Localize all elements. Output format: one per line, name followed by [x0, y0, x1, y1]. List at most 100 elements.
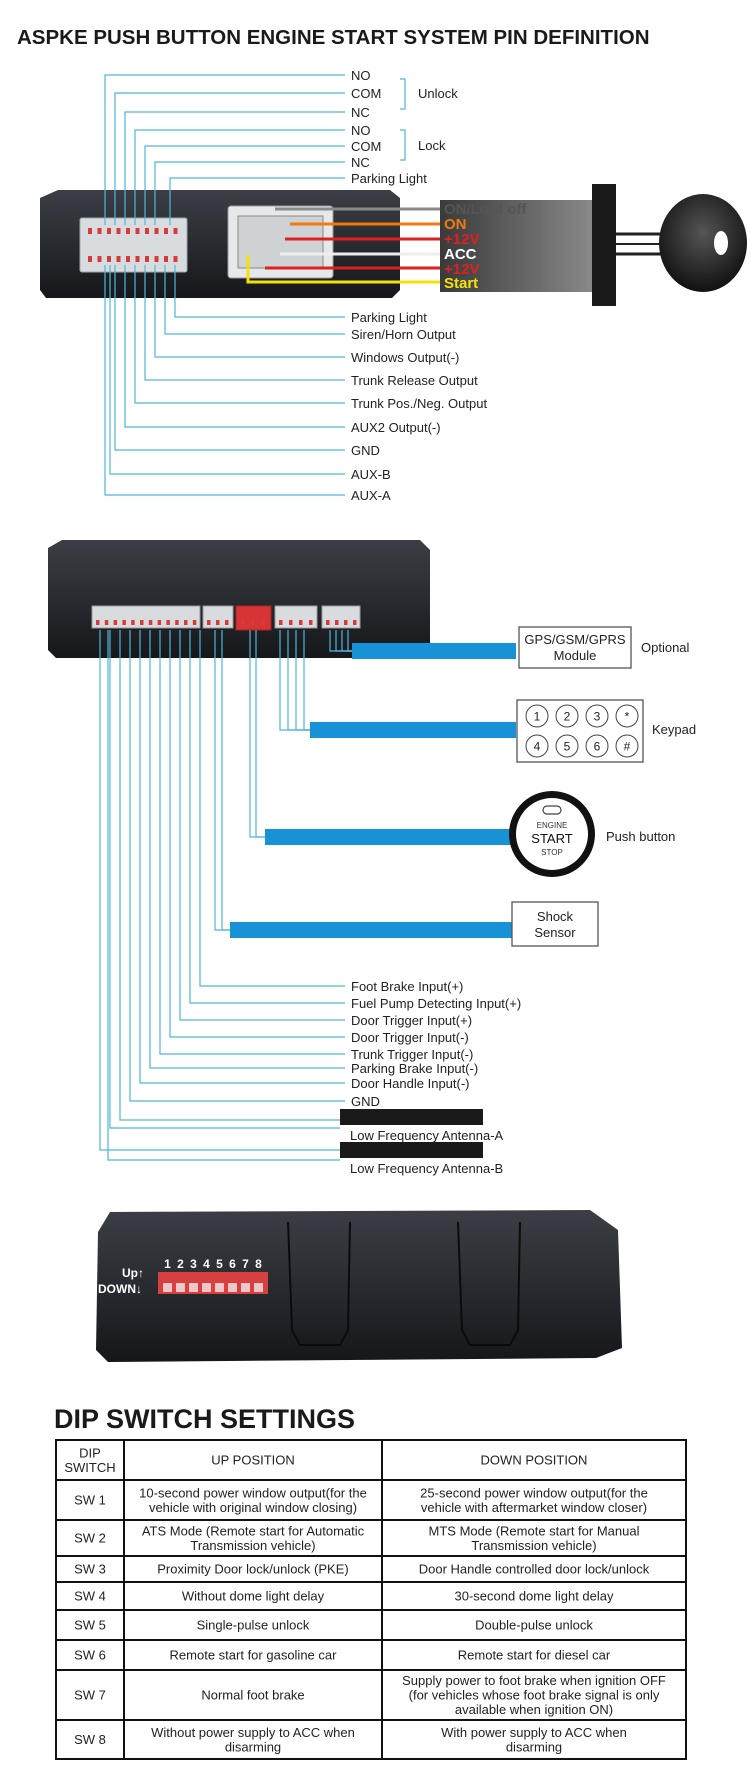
shock-box-line-1: Shock	[537, 909, 574, 924]
dip-up-label: Up↑	[122, 1266, 144, 1280]
bottom-pin-label: Parking Light	[351, 310, 427, 325]
bottom-pin-label: AUX-A	[351, 488, 391, 503]
dip-table-title: DIP SWITCH SETTINGS	[54, 1404, 355, 1434]
page-title: ASPKE PUSH BUTTON ENGINE START SYSTEM PI…	[17, 26, 650, 49]
bottom-wire	[134, 265, 345, 404]
table-cell: Normal foot brake	[201, 1688, 304, 1703]
bottom-pin-label: GND	[351, 443, 380, 458]
connector-pin	[175, 620, 179, 625]
module-unit-middle	[48, 540, 430, 658]
connector-pin	[173, 228, 178, 234]
ignition-switch-bezel	[592, 184, 616, 306]
antenna-wire	[107, 630, 340, 1161]
connector-pin	[251, 620, 255, 625]
top-pin-label: NC	[351, 105, 370, 120]
dip-switch-keys	[163, 1283, 263, 1292]
dip-switch-number: 2	[177, 1257, 184, 1271]
input-pin-label: Fuel Pump Detecting Input(+)	[351, 996, 521, 1011]
connector-pin	[88, 228, 92, 234]
connector-pin	[126, 256, 130, 262]
connector-pin	[97, 256, 102, 262]
bottom-wire	[154, 265, 345, 358]
table-cell: Proximity Door lock/unlock (PKE)	[157, 1562, 348, 1577]
keypad-key	[555, 734, 579, 758]
top-wire	[114, 92, 345, 225]
connector-pin	[107, 256, 111, 262]
feeder-wire	[249, 630, 265, 838]
input-pin-label: Parking Brake Input(-)	[351, 1061, 478, 1076]
push-button-led	[542, 805, 562, 815]
connector-pin	[164, 256, 168, 262]
table-header-cell: DOWN POSITION	[481, 1453, 588, 1468]
connector-pin	[154, 256, 159, 262]
top-pin-label: NO	[351, 68, 371, 83]
connector-pin	[116, 256, 121, 262]
connector-pin	[279, 620, 283, 625]
connector-pin	[261, 620, 265, 625]
connector-left	[79, 217, 188, 273]
table-frame	[55, 1439, 687, 1760]
connector-left-pins	[88, 228, 178, 262]
dip-switch-number: 4	[203, 1257, 210, 1271]
bottom-wire	[144, 265, 345, 381]
section2-wires	[99, 630, 352, 1161]
table-cell: 30-second dome light delay	[455, 1589, 614, 1604]
dip-switch-key	[215, 1283, 224, 1292]
table-cell: Door Handle controlled door lock/unlock	[419, 1562, 650, 1577]
connector-strip-a	[91, 605, 201, 629]
input-wire	[189, 630, 345, 1004]
table-cell: Supply power to foot brake when ignition…	[402, 1673, 666, 1717]
push-button-text-stop: STOP	[541, 848, 563, 857]
connector-pin	[344, 620, 348, 625]
lock-label: Lock	[418, 138, 446, 153]
connector-pin	[145, 228, 149, 234]
input-wire	[179, 630, 345, 1021]
dip-switch-number: 7	[242, 1257, 249, 1271]
unit-clip-1	[287, 1221, 351, 1346]
connector-pin	[116, 228, 121, 234]
bottom-wire	[124, 265, 345, 428]
input-pin-label: GND	[351, 1094, 380, 1109]
connector-strip-c	[274, 605, 318, 629]
lock-bracket	[400, 129, 406, 161]
table-cell: SW 1	[74, 1493, 106, 1508]
section2-labels: Foot Brake Input(+)Fuel Pump Detecting I…	[351, 979, 521, 1109]
bottom-pin-label: Trunk Release Output	[351, 373, 478, 388]
connector-pin	[154, 228, 159, 234]
input-pin-label: Door Handle Input(-)	[351, 1076, 470, 1091]
connector-strip-pins	[96, 620, 357, 625]
dip-switch-key	[241, 1283, 250, 1292]
table-cell: Remote start for diesel car	[458, 1648, 611, 1663]
feeder-wire	[303, 630, 310, 731]
input-wire	[199, 630, 345, 987]
keypad-key-label: 5	[564, 740, 571, 754]
feeder-wire	[255, 630, 265, 838]
connector-pin	[309, 620, 313, 625]
table-cell: SW 2	[74, 1531, 106, 1546]
top-wire	[104, 74, 345, 225]
dip-down-label: DOWN↓	[98, 1282, 142, 1296]
connector-pin	[184, 620, 188, 625]
key-hole	[714, 231, 728, 255]
connector-pin	[225, 620, 229, 625]
dip-switch-number: 8	[255, 1257, 262, 1271]
input-pin-label: Trunk Trigger Input(-)	[351, 1047, 473, 1062]
unlock-bracket	[400, 78, 406, 110]
antenna-wire	[99, 630, 340, 1151]
dip-switch-key	[189, 1283, 198, 1292]
ignition-label: ON/Lout off	[444, 201, 527, 218]
connector-pin	[164, 228, 168, 234]
gps-box-line-1: GPS/GSM/GPRS	[524, 632, 625, 647]
table-cell: Without dome light delay	[182, 1589, 325, 1604]
dip-switch-key	[254, 1283, 263, 1292]
connector-strip-red	[235, 605, 272, 631]
connector-pin	[107, 228, 111, 234]
ignition-wires	[246, 207, 440, 284]
